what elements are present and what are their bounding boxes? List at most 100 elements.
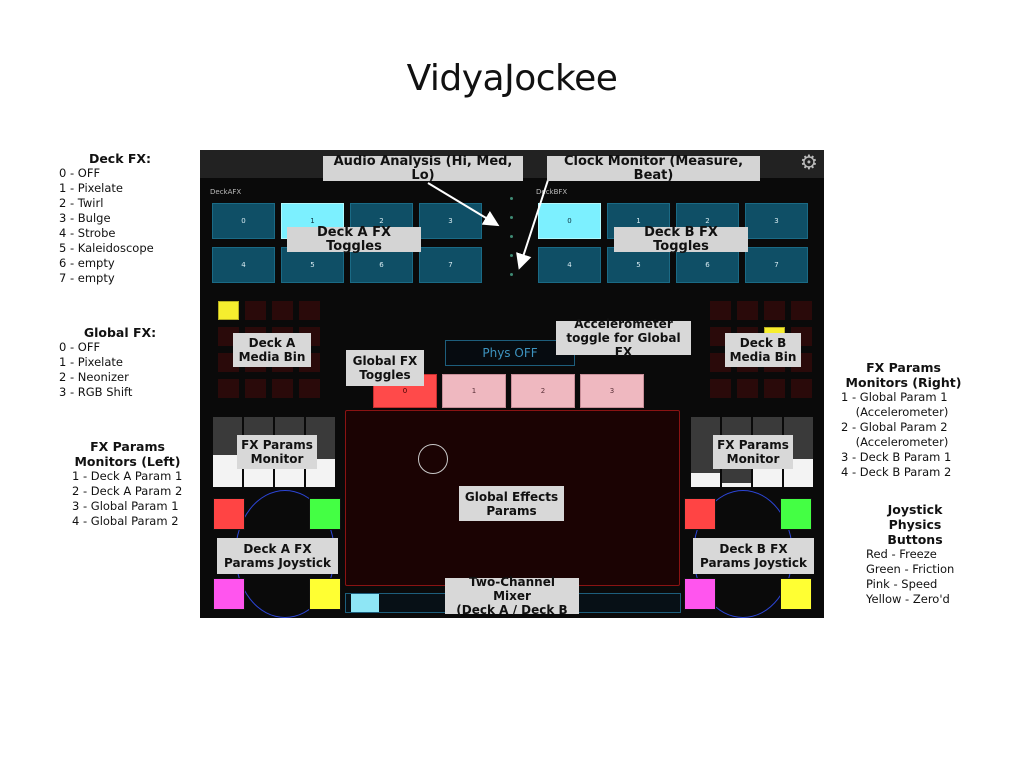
legend-item: 2 - Twirl (59, 196, 104, 210)
deck-b-media-slot[interactable] (791, 379, 812, 398)
legend-item: (Accelerometer) (841, 435, 949, 449)
crossfader-handle[interactable] (351, 594, 379, 612)
deck-a-media-slot[interactable] (218, 379, 239, 398)
annotation-line: (Deck A / Deck B (456, 603, 568, 617)
phys-toggle-button[interactable]: Phys OFF (445, 340, 575, 366)
legend-item: 3 - Global Param 1 (72, 499, 179, 513)
annotation-deck-b-toggles: Deck B FX Toggles (614, 225, 748, 253)
deck-b-freeze-button[interactable] (684, 498, 716, 530)
legend-item: 4 - Deck B Param 2 (841, 465, 952, 479)
legend-item: Yellow - Zero'd (866, 592, 950, 606)
legend-item: 2 - Global Param 2 (841, 420, 948, 434)
params-left-heading: Monitors (Left) (74, 454, 181, 469)
deck-a-friction-button[interactable] (309, 498, 341, 530)
annotation-clock: Clock Monitor (Measure, Beat) (547, 154, 760, 182)
deck-b-fx-button[interactable]: 7 (745, 247, 808, 283)
deck-b-speed-button[interactable] (684, 578, 716, 610)
legend-item: 1 - Pixelate (59, 355, 124, 369)
deck-a-label: DeckAFX (210, 188, 242, 196)
deck-a-speed-button[interactable] (213, 578, 245, 610)
deck-a-media-slot[interactable] (245, 301, 266, 320)
deck-b-media-slot[interactable] (764, 379, 785, 398)
annotation-joystick-a: Deck A FX Params Joystick (217, 538, 338, 574)
deck-a-freeze-button[interactable] (213, 498, 245, 530)
annotation-line: Two-Channel Mixer (469, 575, 555, 603)
annotation-global-toggles: Global FX Toggles (346, 350, 424, 386)
annotation-line: FX Params (717, 438, 789, 452)
legend-item: 1 - Global Param 1 (841, 390, 948, 404)
deck-b-media-slot[interactable] (764, 301, 785, 320)
legend-item: 6 - empty (59, 256, 115, 270)
annotation-joystick-b: Deck B FX Params Joystick (693, 538, 814, 574)
annotation-line: Media Bin (729, 350, 797, 364)
deck-a-fx-button[interactable]: 3 (419, 203, 482, 239)
deck-b-friction-button[interactable] (780, 498, 812, 530)
legend-item: 2 - Deck A Param 2 (72, 484, 183, 498)
joystick-legend: Joystick Physics Buttons Red - Freeze Gr… (860, 502, 970, 607)
deck-b-media-slot[interactable] (710, 301, 731, 320)
legend-item: 1 - Pixelate (59, 181, 124, 195)
legend-item: (Accelerometer) (841, 405, 949, 419)
deck-a-fx-button[interactable]: 7 (419, 247, 482, 283)
deck-a-media-slot[interactable] (299, 301, 320, 320)
deck-a-media-slot[interactable] (272, 379, 293, 398)
global-fx-legend: Global FX: 0 - OFF 1 - Pixelate 2 - Neon… (50, 325, 190, 400)
global-fx-button[interactable]: 3 (580, 374, 644, 408)
deck-b-media-slot[interactable] (710, 379, 731, 398)
annotation-line: Params (486, 503, 537, 518)
joystick-heading: Buttons (887, 532, 943, 547)
deck-fx-heading: Deck FX: (88, 151, 152, 166)
annotation-line: Deck A (248, 336, 296, 350)
deck-b-media-slot[interactable] (791, 301, 812, 320)
annotation-line: Deck A FX (243, 542, 312, 556)
legend-item: 4 - Strobe (59, 226, 116, 240)
page-title: VidyaJockee (406, 58, 618, 99)
annotation-audio: Audio Analysis (Hi, Med, Lo) (323, 154, 523, 182)
deck-a-media-slot[interactable] (299, 379, 320, 398)
deck-b-fx-button[interactable]: 0 (538, 203, 601, 239)
annotation-line: Toggles (359, 368, 411, 382)
annotation-global-params: Global Effects Params (459, 486, 564, 521)
deck-a-zero-button[interactable] (309, 578, 341, 610)
annotation-line: Accelerometer (574, 317, 673, 331)
annotation-line: Monitor (250, 452, 304, 466)
legend-item: 3 - Deck B Param 1 (841, 450, 952, 464)
annotation-line: Global FX (352, 354, 418, 368)
arrow-clock (516, 179, 549, 270)
global-fx-button[interactable]: 2 (511, 374, 575, 408)
annotation-mixer: Two-Channel Mixer (Deck A / Deck B (445, 575, 579, 617)
deck-a-media-slot[interactable] (272, 301, 293, 320)
deck-b-media-slot[interactable] (737, 379, 758, 398)
deck-b-zero-button[interactable] (780, 578, 812, 610)
right-param-meter-fill (691, 473, 720, 487)
deck-b-fx-button[interactable]: 3 (745, 203, 808, 239)
joystick-heading: Physics (888, 517, 942, 532)
right-param-meter (691, 417, 720, 487)
clock-measure-indicator (510, 254, 513, 257)
annotation-accelerometer: Accelerometer toggle for Global FX (556, 317, 691, 359)
params-right-legend: FX Params Monitors (Right) 1 - Global Pa… (836, 360, 971, 480)
deck-b-fx-button[interactable]: 4 (538, 247, 601, 283)
deck-a-fx-button[interactable]: 4 (212, 247, 275, 283)
annotation-monitor-right: FX Params Monitor (713, 435, 793, 469)
arrow-audio (427, 182, 500, 227)
annotation-deck-a-toggles: Deck A FX Toggles (287, 225, 421, 253)
legend-item: 4 - Global Param 2 (72, 514, 179, 528)
params-right-heading: Monitors (Right) (845, 375, 962, 390)
params-left-legend: FX Params Monitors (Left) 1 - Deck A Par… (60, 439, 195, 529)
xy-pad-puck[interactable] (418, 444, 448, 474)
annotation-line: Params Joystick (223, 556, 332, 570)
legend-item: 5 - Kaleidoscope (59, 241, 154, 255)
deck-a-media-slot[interactable] (218, 301, 239, 320)
audio-med-indicator (510, 216, 513, 219)
deck-b-media-slot[interactable] (737, 301, 758, 320)
global-fx-button[interactable]: 1 (442, 374, 506, 408)
deck-a-media-slot[interactable] (245, 379, 266, 398)
deck-a-fx-button[interactable]: 5 (281, 247, 344, 283)
params-right-heading: FX Params (866, 360, 941, 375)
deck-a-fx-button[interactable]: 0 (212, 203, 275, 239)
deck-a-fx-button[interactable]: 6 (350, 247, 413, 283)
audio-hi-indicator (510, 197, 513, 200)
gear-icon[interactable]: ⚙ (800, 150, 818, 174)
